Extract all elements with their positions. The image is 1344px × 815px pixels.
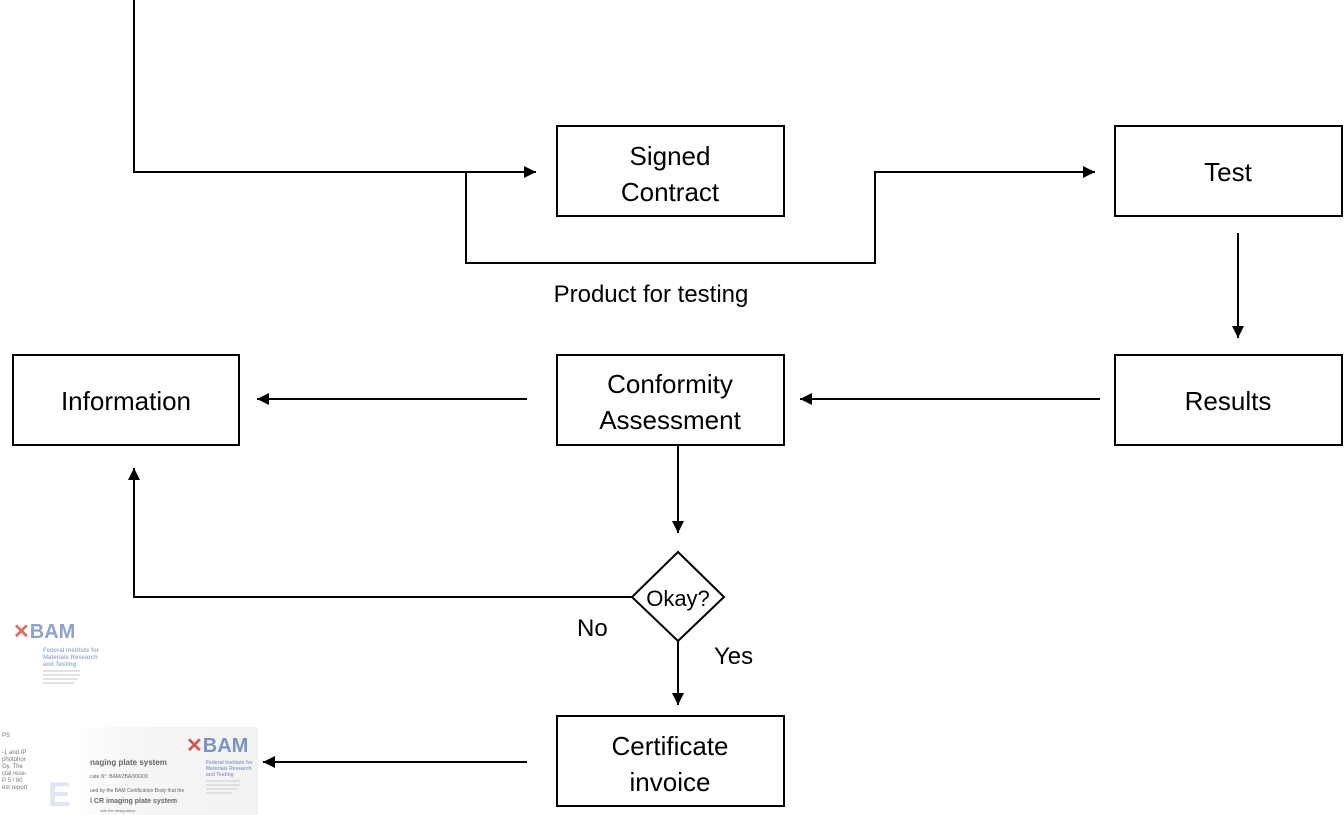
report-frag-4: Gy. The: [2, 764, 23, 770]
node-information: Information: [12, 354, 240, 446]
report-frag-5: ctal rese-: [2, 771, 27, 777]
report-frag-2: -1 and IP: [2, 750, 26, 756]
label-no: No: [577, 615, 608, 642]
flow-lines: [128, 0, 1244, 768]
certificate-product: l CR imaging plate system: [90, 798, 177, 805]
report-frag-1: PS: [2, 733, 10, 739]
certificate-number: cate N°: BAM/ZBA/006/09: [90, 774, 148, 780]
certificate-designation: with the designation: [100, 808, 135, 813]
certificate-org-line3: and Testing: [206, 772, 234, 778]
node-test: Test: [1114, 125, 1343, 217]
report-frag-3: photphor: [2, 757, 26, 763]
test-report-thumbnail: ✕BAM Federal Institute for Materials Res…: [0, 615, 100, 687]
signed-contract-line2: Contract: [621, 177, 720, 207]
certificate-org-line1: Federal Institute for: [206, 760, 253, 766]
conformity-line1: Conformity: [607, 369, 733, 399]
decision-label: Okay?: [646, 586, 710, 611]
certificate-line2: invoice: [630, 767, 711, 797]
test-report-fragments: PS -1 and IP photphor Gy. The ctal rese-…: [2, 733, 28, 791]
report-org-line2: Materials Research: [43, 655, 98, 661]
report-frag-7: est report: [2, 785, 28, 791]
node-signed-contract: Signed Contract: [556, 125, 785, 217]
node-results: Results: [1114, 354, 1343, 446]
connector-decision-no-to-information: [128, 468, 632, 598]
connector-product-for-testing: [465, 166, 1095, 264]
node-decision-okay: Okay?: [630, 550, 726, 643]
information-label: Information: [61, 386, 191, 416]
node-conformity-assessment: Conformity Assessment: [556, 354, 785, 446]
test-label: Test: [1204, 157, 1252, 187]
certificate-watermark-letter: E: [48, 776, 71, 814]
results-label: Results: [1185, 386, 1272, 416]
label-yes: Yes: [714, 643, 753, 670]
report-bam-logo: ✕BAM: [13, 621, 75, 643]
connector-start-to-contract: [133, 0, 536, 178]
report-org-line1: Federal Institute for: [43, 648, 100, 654]
certificate-bam-logo: ✕BAM: [186, 735, 248, 757]
certificate-org-line2: Materials Research: [206, 766, 252, 772]
signed-contract-line1: Signed: [630, 141, 711, 171]
report-frag-6: P 5 / 80: [2, 778, 23, 784]
certificate-line1: Certificate: [611, 731, 728, 761]
node-certificate-invoice: Certificate invoice: [556, 715, 785, 807]
report-org-line3: and Testing: [43, 662, 77, 668]
label-product-for-testing: Product for testing: [554, 281, 749, 308]
certificate-title: naging plate system: [90, 758, 167, 767]
certificate-thumbnail: E naging plate system cate N°: BAM/ZBA/0…: [48, 727, 258, 815]
conformity-line2: Assessment: [599, 405, 741, 435]
certificate-issued: ued by the BAM Certification Body that t…: [90, 788, 184, 794]
